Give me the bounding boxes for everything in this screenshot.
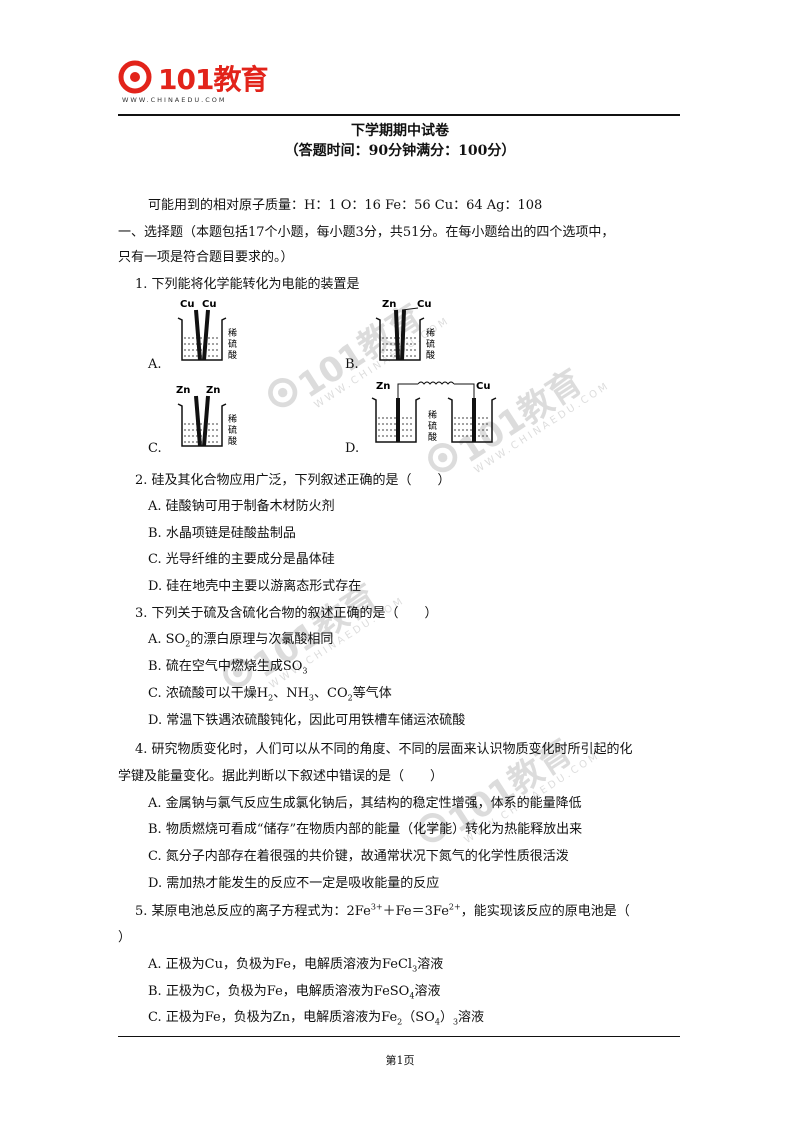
electrode-label: Zn	[176, 385, 190, 396]
electrode-label: Zn	[376, 381, 390, 392]
question-5-stem-line2: ）	[118, 930, 132, 945]
acid-label: 稀	[228, 413, 237, 425]
acid-label: 硫	[228, 338, 237, 350]
question-5-stem-line1: 5. 某原电池总反应的离子方程式为：2Fe3+＋Fe＝3Fe2+，能实现该反应的…	[135, 902, 630, 919]
logo-mark-icon	[118, 60, 152, 94]
q2-option-a: A. 硅酸钠可用于制备木材防火剂	[148, 499, 335, 514]
logo-url: WWW.CHINAEDU.COM	[122, 96, 227, 104]
page-subtitle: （答题时间：90分钟满分：100分）	[284, 143, 516, 159]
electrode-label: Cu	[202, 299, 216, 310]
acid-label: 酸	[428, 432, 437, 443]
acid-label: 硫	[428, 420, 437, 432]
electrode-label: Zn	[382, 299, 396, 310]
acid-label: 酸	[228, 436, 237, 447]
section-heading-line1: 一、选择题（本题包括17个小题，每小题3分，共51分。在每小题给出的四个选项中，	[118, 225, 615, 240]
q4-option-d: D. 需加热才能发生的反应不一定是吸收能量的反应	[148, 876, 440, 891]
q1-option-a-label: A.	[148, 357, 162, 372]
electrode-label: Cu	[180, 299, 194, 310]
acid-label: 酸	[426, 350, 435, 361]
footer-rule	[118, 1036, 680, 1037]
electrode-label: Zn	[206, 385, 220, 396]
question-4-stem-line1: 4. 研究物质变化时，人们可以从不同的角度、不同的层面来认识物质变化时所引起的化	[135, 742, 633, 757]
q1-option-b-label: B.	[345, 357, 359, 372]
q4-option-a: A. 金属钠与氯气反应生成氯化钠后，其结构的稳定性增强，体系的能量降低	[148, 796, 582, 811]
question-4-stem-line2: 学键及能量变化。据此判断以下叙述中错误的是（ ）	[118, 769, 444, 784]
q2-option-d: D. 硅在地壳中主要以游离态形式存在	[148, 579, 362, 594]
section-heading-line2: 只有一项是符合题目要求的。）	[118, 250, 294, 265]
q3-option-b: B. 硫在空气中燃烧生成SO3	[148, 659, 308, 676]
q3-option-a: A. SO2的漂白原理与次氯酸相同	[148, 632, 334, 649]
q1-diagram-b: Zn Cu 稀 硫 酸	[375, 299, 435, 361]
watermark-logo-icon	[268, 378, 298, 408]
q1-diagram-d: Zn Cu 稀 硫 酸	[371, 381, 497, 443]
page-title: 下学期期中试卷	[351, 123, 449, 139]
question-2-stem: 2. 硅及其化合物应用广泛，下列叙述正确的是（ ）	[135, 473, 451, 488]
acid-label: 硫	[426, 338, 435, 350]
q5-option-c: C. 正极为Fe，负极为Zn，电解质溶液为Fe2（SO4）3溶液	[148, 1010, 485, 1027]
acid-label: 稀	[426, 327, 435, 339]
q4-option-b: B. 物质燃烧可看成“储存”在物质内部的能量（化学能）转化为热能释放出来	[148, 822, 583, 837]
logo-text: 101教育	[158, 63, 268, 96]
atomic-mass-note: 可能用到的相对原子质量：H：1 O：16 Fe：56 Cu：64 Ag：108	[148, 198, 543, 213]
electrode-label: Cu	[476, 381, 490, 392]
q3-option-d: D. 常温下铁遇浓硫酸钝化，因此可用铁槽车储运浓硫酸	[148, 713, 466, 728]
q4-option-c: C. 氮分子内部存在着很强的共价键，故通常状况下氮气的化学性质很活泼	[148, 849, 569, 864]
acid-label: 稀	[228, 327, 237, 339]
question-1-stem: 1. 下列能将化学能转化为电能的装置是	[135, 277, 360, 292]
q2-option-c: C. 光导纤维的主要成分是晶体硅	[148, 552, 335, 567]
acid-label: 硫	[228, 424, 237, 436]
q5-option-a: A. 正极为Cu，负极为Fe，电解质溶液为FeCl3溶液	[148, 957, 444, 974]
acid-label: 酸	[228, 350, 237, 361]
q1-diagram-a: Cu Cu 稀 硫 酸	[177, 299, 237, 361]
q1-diagram-c: Zn Zn 稀 硫 酸	[176, 385, 237, 447]
page-number: 第1页	[385, 1054, 415, 1067]
q2-option-b: B. 水晶项链是硅酸盐制品	[148, 526, 296, 541]
electrode-label: Cu	[417, 299, 431, 310]
header-rule	[118, 114, 680, 116]
acid-label: 稀	[428, 409, 437, 421]
q5-option-b: B. 正极为C，负极为Fe，电解质溶液为FeSO4溶液	[148, 984, 441, 1001]
logo: 101教育 WWW.CHINAEDU.COM	[118, 60, 268, 110]
q1-option-d-label: D.	[345, 441, 360, 456]
question-3-stem: 3. 下列关于硫及含硫化合物的叙述正确的是（ ）	[135, 606, 438, 621]
q3-option-c: C. 浓硫酸可以干燥H2、NH3、CO2等气体	[148, 686, 392, 703]
q1-option-c-label: C.	[148, 441, 162, 456]
